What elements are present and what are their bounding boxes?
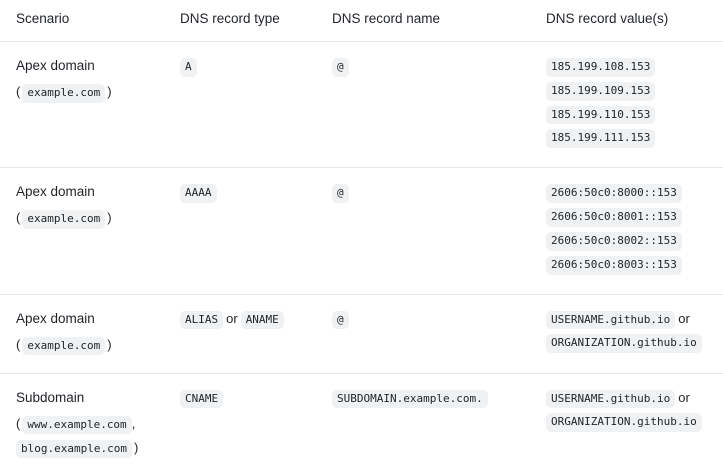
scenario-title: Apex domain	[16, 310, 95, 326]
table-row: Subdomain (www.example.com, blog.example.c…	[0, 373, 723, 476]
cell-dns-record-type: AAAA	[178, 167, 330, 295]
code-badge-record_values: USERNAME.github.io	[546, 389, 676, 409]
code-badge-record_type: CNAME	[180, 389, 224, 409]
cell-scenario: Apex domain (example.com)	[0, 41, 178, 169]
separator-or: or	[226, 310, 238, 326]
scenario-title: Apex domain	[16, 57, 95, 73]
code-badge-record_name: SUBDOMAIN.example.com.	[332, 389, 488, 409]
code-badge-record_type: ANAME	[240, 310, 284, 330]
separator-or: or	[678, 389, 690, 405]
code-badge-record_values: 185.199.109.153	[546, 81, 656, 101]
dns-value-line: ORGANIZATION.github.io	[546, 411, 713, 435]
code-badge-record_type: ALIAS	[180, 310, 224, 330]
separator-or: or	[678, 310, 690, 326]
dns-value-line: 185.199.110.153	[546, 104, 713, 128]
cell-dns-record-values: 185.199.108.153 185.199.109.153 185.199.11…	[537, 41, 723, 169]
code-badge-record_values: 2606:50c0:8003::153	[546, 255, 682, 275]
dns-value-line: 2606:50c0:8002::153	[546, 230, 713, 254]
scenario-title: Subdomain	[16, 389, 85, 405]
code-badge-record_values: 185.199.111.153	[546, 129, 656, 149]
dns-value-line: 185.199.108.153	[546, 56, 713, 80]
code-badge-record_name: @	[332, 57, 349, 77]
cell-dns-record-type: CNAME	[178, 373, 330, 476]
paren-open: (	[16, 83, 21, 99]
dns-value-line: ORGANIZATION.github.io	[546, 332, 713, 356]
paren-open: (	[16, 210, 21, 226]
cell-scenario: Apex domain (example.com)	[0, 167, 178, 295]
code-badge-record_name: @	[332, 184, 349, 204]
column-header-dns-record-type: DNS record type	[178, 0, 330, 42]
code-badge-record_values: 2606:50c0:8002::153	[546, 231, 682, 251]
cell-scenario: Subdomain (www.example.com, blog.example.c…	[0, 373, 178, 476]
code-badge-record_values: ORGANIZATION.github.io	[546, 334, 702, 354]
paren-close: )	[107, 336, 112, 352]
column-header-dns-record-name: DNS record name	[330, 0, 537, 42]
scenario-examples: (www.example.com, blog.example.com)	[16, 412, 168, 460]
code-badge-record_type: A	[180, 57, 197, 77]
scenario-examples: (example.com)	[16, 206, 168, 230]
dns-value-line: 185.199.111.153	[546, 127, 713, 151]
code-badge-record_values: 185.199.108.153	[546, 57, 656, 77]
table-row: Apex domain (example.com) A @185.199.108.15…	[0, 41, 723, 169]
paren-close: )	[107, 210, 112, 226]
code-badge-record_values: 2606:50c0:8001::153	[546, 208, 682, 227]
code-badge-record_type: AAAA	[180, 184, 217, 204]
code-badge-examples: www.example.com	[22, 415, 132, 435]
code-badge-examples: example.com	[22, 210, 106, 230]
separator-comma: ,	[131, 415, 136, 431]
cell-dns-record-name: @	[330, 167, 537, 295]
table-header-row: Scenario DNS record type DNS record name…	[0, 0, 723, 42]
code-badge-record_values: USERNAME.github.io	[546, 310, 676, 330]
scenario-examples: (example.com)	[16, 333, 168, 357]
code-badge-examples: example.com	[22, 83, 106, 103]
dns-value-line: 2606:50c0:8001::153	[546, 206, 713, 230]
dns-value-line: 2606:50c0:8000::153	[546, 182, 713, 206]
scenario-title: Apex domain	[16, 184, 95, 200]
cell-dns-record-type: A	[178, 41, 330, 169]
code-badge-record_values: ORGANIZATION.github.io	[546, 413, 702, 433]
paren-close: )	[107, 83, 112, 99]
paren-close: )	[133, 439, 139, 455]
cell-dns-record-name: SUBDOMAIN.example.com.	[330, 373, 537, 476]
column-header-dns-record-values: DNS record value(s)	[537, 0, 723, 42]
dns-value-list: 185.199.108.153 185.199.109.153 185.199.11…	[546, 56, 713, 151]
table-body: Apex domain(example.com)A@185.199.108.15…	[0, 41, 723, 475]
code-badge-record_name: @	[332, 310, 349, 330]
paren-open: (	[16, 415, 21, 431]
cell-dns-record-name: @	[330, 41, 537, 169]
table-header: Scenario DNS record type DNS record name…	[0, 0, 723, 42]
dns-value-line: 185.199.109.153	[546, 80, 713, 104]
scenario-examples: (example.com)	[16, 80, 168, 104]
code-badge-record_values: 2606:50c0:8000::153	[546, 184, 682, 204]
table-row: Apex domain (example.com) AAAA @2606:50c0:8…	[0, 167, 723, 295]
code-badge-examples: example.com	[22, 336, 106, 356]
dns-value-line: 2606:50c0:8003::153	[546, 254, 713, 278]
code-badge-examples: blog.example.com	[16, 439, 132, 459]
column-header-scenario: Scenario	[0, 0, 178, 42]
cell-scenario: Apex domain (example.com)	[0, 294, 178, 374]
cell-dns-record-name: @	[330, 294, 537, 374]
code-badge-record_values: 185.199.110.153	[546, 105, 656, 125]
paren-open: (	[16, 336, 21, 352]
